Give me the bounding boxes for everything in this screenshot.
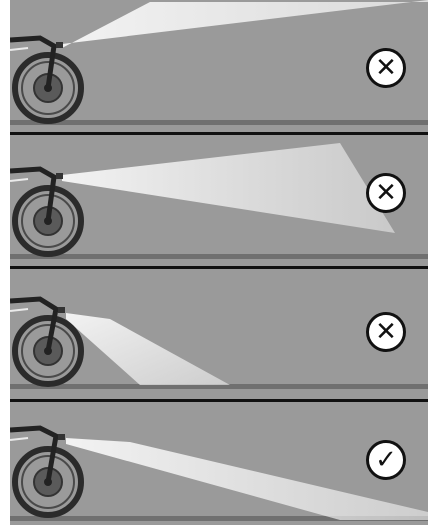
panel-beam-slightly-high: ✕ — [10, 135, 428, 266]
headlight-alignment-illustration: ✕ ✕ — [10, 0, 428, 525]
scene-2 — [10, 135, 428, 266]
cross-circle-icon: ✕ — [366, 173, 406, 213]
panel-beam-correct: ✓ — [10, 402, 428, 525]
check-circle-icon: ✓ — [366, 440, 406, 480]
cross-circle-icon: ✕ — [366, 48, 406, 88]
panel-beam-too-low: ✕ — [10, 269, 428, 399]
cross-circle-icon: ✕ — [366, 312, 406, 352]
panel-beam-too-high: ✕ — [10, 0, 428, 132]
scene-4 — [10, 402, 428, 525]
